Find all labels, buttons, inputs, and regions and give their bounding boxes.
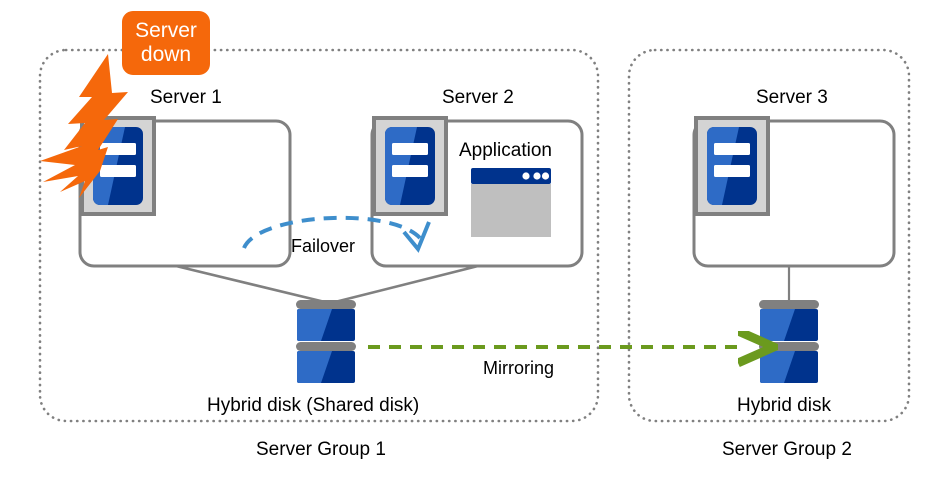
- group1-label: Server Group 1: [256, 439, 386, 460]
- shared-disk-icon: [296, 300, 356, 383]
- failover-arrowhead-icon: [402, 221, 431, 253]
- group1-boundary: [38, 48, 600, 423]
- failover-arrow: [242, 215, 422, 250]
- group2-boundary: [627, 48, 911, 423]
- mirror-disk-icon: [759, 300, 819, 383]
- group2-label: Server Group 2: [722, 439, 852, 460]
- shared-disk-label: Hybrid disk (Shared disk): [207, 395, 420, 416]
- mirroring-label: Mirroring: [483, 358, 555, 378]
- server-down-badge-line1: Server: [135, 19, 197, 43]
- server-down-badge-line2: down: [140, 43, 192, 66]
- server-down-badge: Server down: [122, 11, 210, 75]
- lightning-bolt-icon: [40, 54, 128, 198]
- server3-label: Server 3: [756, 87, 828, 108]
- server1-label: Server 1: [150, 87, 222, 108]
- failover-label: Failover: [291, 236, 356, 256]
- mirror-disk-label: Hybrid disk: [737, 395, 831, 416]
- link-server2-shared-disk: [330, 264, 479, 305]
- application-label: Application: [459, 140, 552, 161]
- server-icon: [694, 116, 770, 216]
- server-icon: [372, 116, 448, 216]
- application-window-icon: [471, 168, 551, 237]
- link-server1-shared-disk: [175, 264, 330, 305]
- server2-label: Server 2: [442, 87, 514, 108]
